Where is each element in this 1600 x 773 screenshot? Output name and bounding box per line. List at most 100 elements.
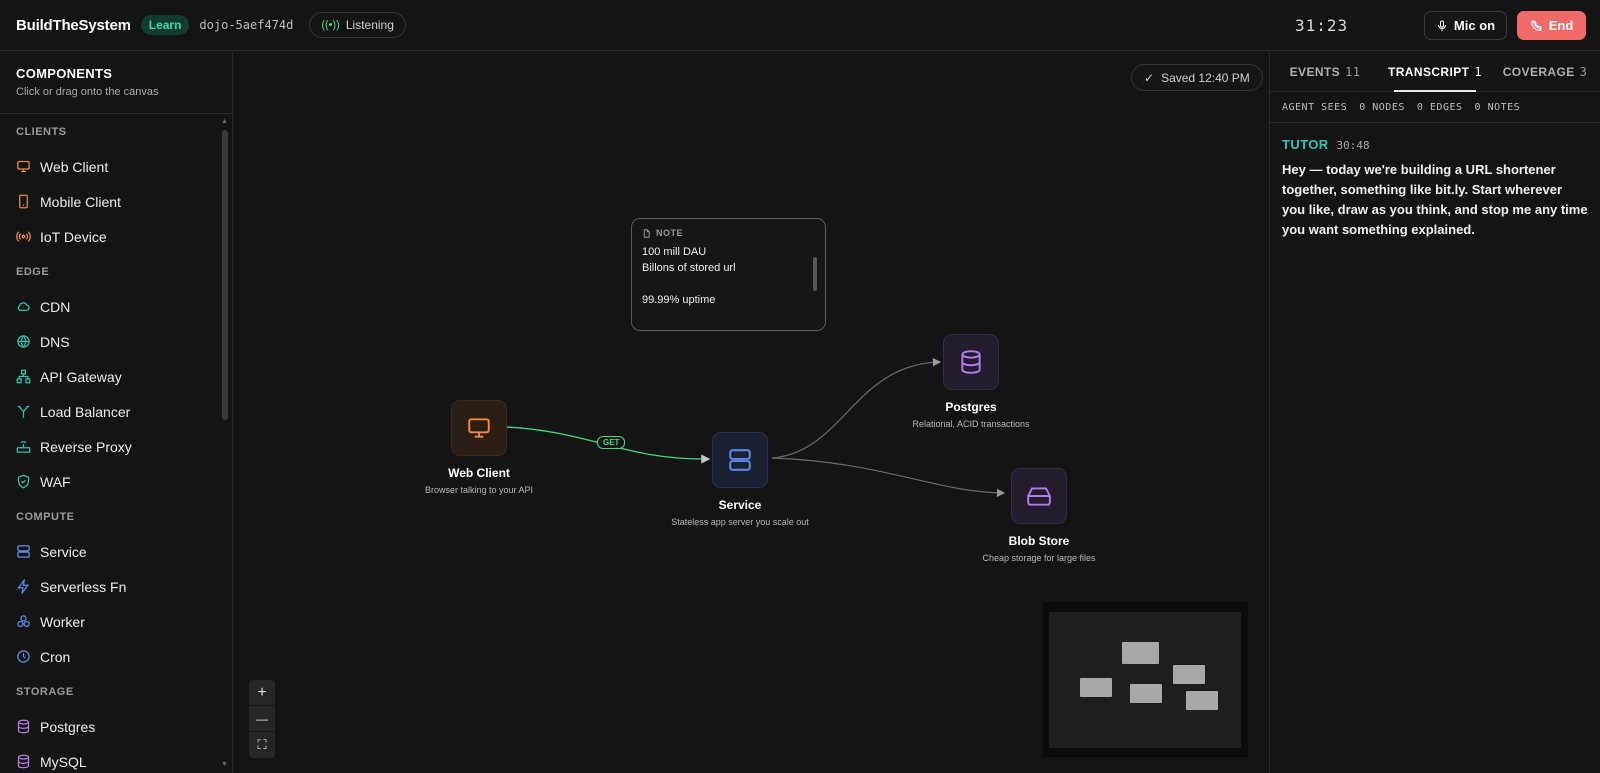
sidebar-item-cron[interactable]: Cron bbox=[0, 639, 232, 674]
sidebar-item-service[interactable]: Service bbox=[0, 534, 232, 569]
sidebar-item-label: IoT Device bbox=[40, 228, 107, 245]
fit-view-button[interactable]: ⛶ bbox=[257, 737, 267, 752]
tab-count: 1 bbox=[1474, 64, 1482, 79]
sidebar-item-worker[interactable]: Worker bbox=[0, 604, 232, 639]
mode-badge: Learn bbox=[140, 15, 190, 35]
transcript-message: TUTOR 30:48 Hey — today we're building a… bbox=[1270, 123, 1600, 254]
sidebar-item-load-balancer[interactable]: Load Balancer bbox=[0, 394, 232, 429]
scroll-down-icon[interactable]: ▼ bbox=[221, 761, 228, 768]
agent-sees-label: AGENT SEES bbox=[1282, 101, 1348, 113]
components-sidebar: COMPONENTS Click or drag onto the canvas… bbox=[0, 52, 233, 773]
sidebar-scrollbar[interactable]: ▲ ▼ bbox=[221, 118, 228, 768]
note-line bbox=[642, 276, 815, 292]
top-bar: BuildTheSystem Learn dojo-5aef474d ((•))… bbox=[0, 0, 1600, 51]
node-postgres[interactable]: Postgres Relational, ACID transactions bbox=[899, 334, 1043, 429]
design-canvas[interactable]: ✓ Saved 12:40 PM GET NOTE 100 mill DAU B… bbox=[234, 52, 1268, 773]
file-icon bbox=[643, 228, 650, 238]
saved-label: Saved 12:40 PM bbox=[1161, 70, 1250, 85]
zoom-out-button[interactable]: — bbox=[249, 706, 275, 732]
radio-icon bbox=[16, 231, 31, 242]
node-blob-store[interactable]: Blob Store Cheap storage for large files bbox=[967, 468, 1111, 563]
sidebar-item-cdn[interactable]: CDN bbox=[0, 289, 232, 324]
phone-off-icon bbox=[1530, 20, 1542, 31]
zoom-controls: + — ⛶ bbox=[249, 680, 275, 758]
minimap-node-blob-store bbox=[1186, 691, 1218, 710]
scrollbar-thumb[interactable] bbox=[222, 130, 228, 420]
sidebar-item-web-client[interactable]: Web Client bbox=[0, 149, 232, 184]
sticky-note[interactable]: NOTE 100 mill DAU Billons of stored url … bbox=[631, 218, 826, 331]
tab-events[interactable]: EVENTS 11 bbox=[1270, 52, 1380, 91]
sidebar-item-label: Cron bbox=[40, 648, 71, 665]
sidebar-item-label: CDN bbox=[40, 298, 71, 315]
tab-coverage[interactable]: COVERAGE 3 bbox=[1490, 52, 1600, 91]
tab-label: TRANSCRIPT bbox=[1388, 64, 1470, 79]
sidebar-item-label: Reverse Proxy bbox=[40, 438, 132, 455]
note-scroll-thumb[interactable] bbox=[813, 257, 817, 291]
sidebar-item-mobile-client[interactable]: Mobile Client bbox=[0, 184, 232, 219]
sidebar-header: COMPONENTS Click or drag onto the canvas bbox=[0, 52, 232, 114]
node-title: Postgres bbox=[945, 400, 997, 414]
mic-toggle-button[interactable]: Mic on bbox=[1424, 11, 1507, 40]
tab-transcript[interactable]: TRANSCRIPT 1 bbox=[1380, 52, 1490, 92]
minimap-node-service bbox=[1130, 684, 1162, 703]
saved-status: ✓ Saved 12:40 PM bbox=[1131, 64, 1263, 91]
component-list[interactable]: CLIENTS Web Client Mobile Client IoT Dev… bbox=[0, 114, 232, 773]
minimap[interactable] bbox=[1043, 602, 1248, 757]
listening-status: ((•)) Listening bbox=[309, 12, 406, 38]
note-text[interactable]: 100 mill DAU Billons of stored url 99.99… bbox=[642, 244, 815, 308]
zap-icon bbox=[17, 579, 30, 594]
sidebar-item-mysql[interactable]: MySQL bbox=[0, 744, 232, 773]
shield-icon bbox=[17, 474, 30, 489]
section-storage: STORAGE bbox=[16, 685, 74, 698]
note-scrollbar[interactable] bbox=[813, 247, 817, 309]
message-time: 30:48 bbox=[1336, 139, 1370, 152]
note-line: 99.99% uptime bbox=[642, 294, 716, 306]
minimap-node-web-client bbox=[1080, 678, 1112, 697]
session-timer: 31:23 bbox=[1295, 16, 1349, 35]
sidebar-item-label: WAF bbox=[40, 473, 71, 490]
node-title: Web Client bbox=[448, 466, 510, 480]
node-description: Relational, ACID transactions bbox=[912, 419, 1030, 429]
panel-tabs: EVENTS 11 TRANSCRIPT 1 COVERAGE 3 bbox=[1270, 52, 1600, 92]
zoom-in-button[interactable]: + bbox=[249, 680, 275, 706]
smartphone-icon bbox=[19, 194, 28, 209]
edge-service-postgres[interactable] bbox=[771, 357, 942, 459]
hard-drive-icon bbox=[1027, 487, 1051, 506]
sidebar-item-label: Service bbox=[40, 543, 87, 560]
session-id: dojo-5aef474d bbox=[199, 18, 294, 32]
minimap-viewport[interactable] bbox=[1049, 612, 1241, 748]
sidebar-item-label: MySQL bbox=[40, 753, 87, 770]
network-icon bbox=[16, 369, 31, 384]
message-role: TUTOR bbox=[1282, 137, 1329, 152]
sidebar-item-postgres[interactable]: Postgres bbox=[0, 709, 232, 744]
minimap-node-note bbox=[1122, 642, 1159, 664]
tab-count: 3 bbox=[1579, 64, 1588, 79]
node-web-client[interactable]: Web Client Browser talking to your API bbox=[412, 400, 546, 495]
sidebar-item-serverless-fn[interactable]: Serverless Fn bbox=[0, 569, 232, 604]
sidebar-item-waf[interactable]: WAF bbox=[0, 464, 232, 499]
node-description: Browser talking to your API bbox=[424, 485, 534, 495]
end-session-button[interactable]: End bbox=[1517, 11, 1586, 40]
sidebar-item-label: Worker bbox=[40, 613, 85, 630]
cloud-icon bbox=[17, 302, 30, 311]
edge-service-blobstore[interactable] bbox=[771, 457, 1006, 498]
server-icon bbox=[729, 449, 751, 471]
split-icon bbox=[17, 405, 30, 418]
sidebar-item-label: API Gateway bbox=[40, 368, 122, 385]
monitor-icon bbox=[468, 418, 490, 438]
agent-sees-nodes: 0 NODES bbox=[1359, 101, 1405, 113]
node-title: Service bbox=[718, 498, 762, 512]
scroll-up-icon[interactable]: ▲ bbox=[221, 118, 228, 125]
sidebar-item-reverse-proxy[interactable]: Reverse Proxy bbox=[0, 429, 232, 464]
edge-label-get[interactable]: GET bbox=[597, 436, 626, 449]
broadcast-icon: ((•)) bbox=[321, 19, 340, 31]
brand-logo[interactable]: BuildTheSystem bbox=[16, 16, 131, 34]
sidebar-item-dns[interactable]: DNS bbox=[0, 324, 232, 359]
sidebar-item-iot-device[interactable]: IoT Device bbox=[0, 219, 232, 254]
node-service[interactable]: Service Stateless app server you scale o… bbox=[660, 432, 820, 527]
message-text: Hey — today we're building a URL shorten… bbox=[1282, 162, 1588, 237]
sidebar-item-api-gateway[interactable]: API Gateway bbox=[0, 359, 232, 394]
activity-panel: EVENTS 11 TRANSCRIPT 1 COVERAGE 3 AGENT … bbox=[1269, 52, 1600, 773]
sidebar-item-label: Mobile Client bbox=[40, 193, 121, 210]
router-icon bbox=[16, 441, 31, 453]
